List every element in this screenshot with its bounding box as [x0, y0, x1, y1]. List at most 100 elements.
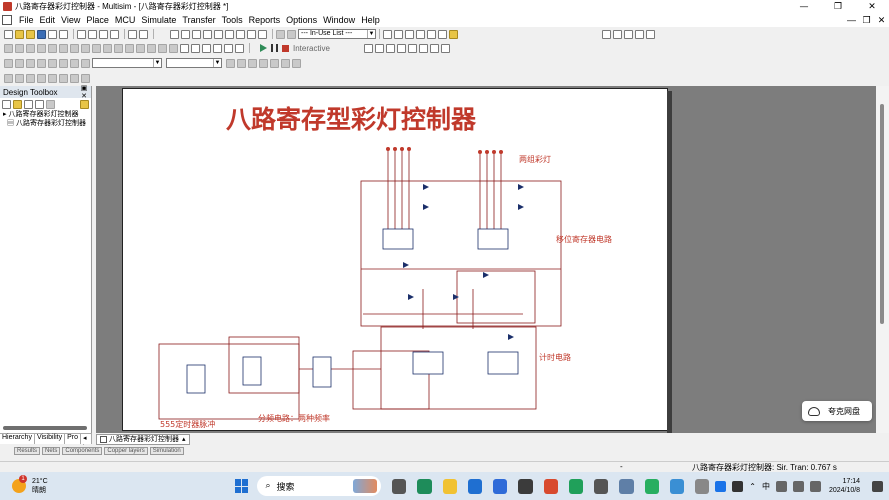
doc-minimize-button[interactable]: — [847, 14, 856, 25]
zoom-region-icon[interactable] [635, 29, 644, 39]
notification-icon[interactable] [872, 480, 884, 492]
open-design-icon[interactable] [13, 99, 22, 109]
tab-components[interactable]: Components [62, 447, 103, 455]
tray-app2-icon[interactable] [732, 480, 744, 492]
logic-analyzer-icon[interactable] [440, 43, 450, 53]
graphic-polygon-icon[interactable] [48, 73, 57, 83]
paste-icon[interactable] [99, 29, 108, 39]
place-connector-icon[interactable] [202, 43, 211, 53]
graphic-line-icon[interactable] [4, 73, 13, 83]
menu-view[interactable]: View [61, 15, 81, 25]
align-center-icon[interactable] [48, 58, 57, 68]
place-electromech-icon[interactable] [158, 43, 167, 53]
new-icon[interactable] [4, 29, 13, 39]
pause-simulation-icon[interactable] [271, 44, 278, 52]
weather-widget[interactable]: 1 21°C 晴朗 [12, 475, 211, 495]
cut-icon[interactable] [77, 29, 86, 39]
doc-close-button[interactable]: ✕ [877, 14, 886, 25]
restore-button[interactable]: ❐ [833, 1, 843, 12]
panel-scrollbar[interactable] [3, 426, 87, 430]
browser-icon[interactable] [493, 478, 508, 494]
database-manager-icon[interactable] [247, 29, 256, 39]
terminal-icon[interactable] [518, 478, 533, 494]
zoom-in-view-icon[interactable] [602, 29, 611, 39]
rotate-icon[interactable] [70, 58, 79, 68]
undo-icon[interactable] [128, 29, 137, 39]
place-bus-icon[interactable] [191, 43, 200, 53]
place-indicator-icon[interactable] [103, 43, 112, 53]
design-toolbox-icon[interactable] [225, 29, 234, 39]
function-generator-icon[interactable] [374, 43, 384, 53]
font-dropdown[interactable]: ▼ [92, 58, 162, 68]
text-align-left-icon[interactable] [259, 58, 268, 68]
new-subcircuit-icon[interactable] [35, 99, 44, 109]
input-language[interactable]: 中 [761, 481, 770, 491]
document-tab[interactable]: 八路寄存器彩灯控制器 ▴ [96, 433, 190, 445]
app-blue-icon[interactable] [669, 478, 684, 494]
print-icon[interactable] [48, 29, 57, 39]
oscilloscope-icon[interactable] [396, 43, 406, 53]
pointer-icon[interactable] [394, 29, 403, 39]
align-bottom-icon[interactable] [37, 58, 46, 68]
tree-item-root[interactable]: ▸ 八路寄存器彩灯控制器 [3, 111, 79, 118]
app-dark-icon[interactable] [594, 478, 609, 494]
bold-icon[interactable] [226, 58, 235, 68]
close-button[interactable]: ✕ [868, 1, 876, 12]
zoom-fit-icon[interactable] [624, 29, 633, 39]
save-icon[interactable] [37, 29, 46, 39]
run-simulation-icon[interactable] [260, 44, 267, 52]
place-graphic-icon[interactable] [235, 43, 244, 53]
multisim-taskbar-icon[interactable] [619, 478, 634, 494]
edge-icon[interactable] [417, 478, 432, 494]
wattmeter-icon[interactable] [385, 43, 395, 53]
close-tab-icon[interactable]: ▴ [182, 436, 186, 443]
spreadsheet-icon[interactable] [236, 29, 245, 39]
folder-icon[interactable] [80, 99, 89, 109]
place-ladder-icon[interactable] [213, 43, 222, 53]
tab-project[interactable]: Pro [65, 434, 82, 444]
ercheck-icon[interactable] [427, 29, 436, 39]
tab-results[interactable]: Results [14, 447, 41, 455]
tab-nets[interactable]: Nets [42, 447, 61, 455]
underline-icon[interactable] [248, 58, 257, 68]
place-source-icon[interactable] [4, 43, 13, 53]
tab-hierarchy[interactable]: Hierarchy [0, 434, 35, 444]
tip-icon[interactable] [449, 29, 458, 39]
align-right-icon[interactable] [15, 58, 24, 68]
menu-window[interactable]: Window [323, 15, 356, 25]
in-use-list-dropdown[interactable]: --- In-Use List ---▼ [298, 29, 376, 39]
place-advanced-icon[interactable] [136, 43, 145, 53]
full-screen-icon[interactable] [170, 29, 179, 39]
new-design-icon[interactable] [2, 99, 11, 109]
graphic-picture-icon[interactable] [70, 73, 79, 83]
menu-file[interactable]: File [19, 15, 34, 25]
schematic-sheet[interactable]: 八路寄存型彩灯控制器 [122, 88, 672, 434]
zoom-out-icon[interactable] [192, 29, 201, 39]
place-misc-icon[interactable] [125, 43, 134, 53]
menu-reports[interactable]: Reports [248, 15, 281, 25]
zoom-sheet-icon[interactable] [214, 29, 223, 39]
graphic-ellipse-icon[interactable] [26, 73, 35, 83]
file-explorer-icon[interactable] [442, 478, 457, 494]
place-misc-digital-icon[interactable] [81, 43, 90, 53]
text-align-center-icon[interactable] [270, 58, 279, 68]
graphic-polyline-icon[interactable] [59, 73, 68, 83]
menu-mcu[interactable]: MCU [114, 15, 136, 25]
schematic-workspace[interactable]: 八路寄存型彩灯控制器 [96, 86, 876, 434]
instrument-icon[interactable] [405, 29, 414, 39]
place-ttl-icon[interactable] [59, 43, 68, 53]
place-analog-icon[interactable] [48, 43, 57, 53]
text-align-right-icon[interactable] [281, 58, 290, 68]
task-view-icon[interactable] [392, 478, 407, 494]
tray-app-icon[interactable] [715, 480, 727, 492]
menu-tools[interactable]: Tools [221, 15, 243, 25]
document-icon[interactable] [2, 15, 12, 25]
place-mcu-icon[interactable] [169, 43, 178, 53]
frequency-counter-icon[interactable] [418, 43, 428, 53]
doc-restore-button[interactable]: ❐ [862, 14, 871, 25]
menu-place[interactable]: Place [86, 15, 109, 25]
align-left-icon[interactable] [4, 58, 13, 68]
place-text-icon[interactable] [224, 43, 233, 53]
start-button[interactable] [235, 479, 249, 493]
font-size-dropdown[interactable]: ▼ [166, 58, 222, 68]
